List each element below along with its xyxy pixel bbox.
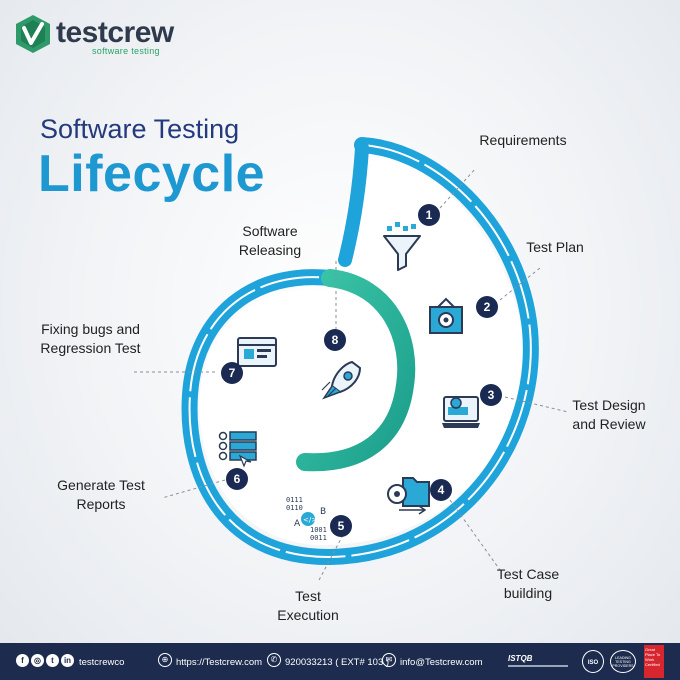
step-4-badge: 4 xyxy=(430,479,452,501)
step-6-badge: 6 xyxy=(226,468,248,490)
istqb-cert-logo: ISTQB xyxy=(508,650,572,673)
email-icon: ✉ xyxy=(382,653,396,667)
testcrew-logo-icon xyxy=(16,15,50,53)
browser-window-icon xyxy=(237,337,277,367)
svg-text:B: B xyxy=(320,507,326,517)
folder-gear-icon xyxy=(387,477,430,515)
step-6-label: Generate Test Reports xyxy=(57,477,145,512)
svg-text:0011: 0011 xyxy=(310,534,327,542)
svg-text:1001: 1001 xyxy=(310,526,327,534)
svg-text:0110: 0110 xyxy=(286,504,303,512)
globe-icon: ⊕ xyxy=(158,653,172,667)
social-handle[interactable]: testcrewco xyxy=(79,657,125,668)
website-link[interactable]: https://Testcrew.com xyxy=(176,657,263,668)
page-title-line2: Lifecycle xyxy=(38,145,266,203)
step-2-label: Test Plan xyxy=(526,239,584,255)
footer-bar: f ◎ t in testcrewco ⊕ https://Testcrew.c… xyxy=(0,643,680,680)
step-4-label: Test Case building xyxy=(496,566,560,601)
facebook-icon[interactable]: f xyxy=(16,654,29,667)
svg-text:0111: 0111 xyxy=(286,496,303,504)
brand-name: testcrew xyxy=(56,16,174,49)
step-5-label: Test Execution xyxy=(277,588,339,623)
page-title-line1: Software Testing xyxy=(40,114,240,144)
step-5-badge: 5 xyxy=(330,515,352,537)
step-7-badge: 7 xyxy=(221,362,243,384)
brand-tagline: software testing xyxy=(92,46,160,56)
great-place-to-work-badge: Great Place To Work Certified xyxy=(644,645,664,678)
spiral-inner-band xyxy=(296,269,416,472)
laptop-review-icon xyxy=(442,396,480,428)
iso-cert-logo: ISO xyxy=(582,650,604,673)
report-list-icon xyxy=(218,431,257,468)
step-3-badge: 3 xyxy=(480,384,502,406)
step-1-label: Requirements xyxy=(479,132,567,148)
leading-testing-providers-badge: LEADING TESTING PROVIDERS xyxy=(610,650,636,673)
linkedin-icon[interactable]: in xyxy=(61,654,74,667)
step-3-label: Test Design and Review xyxy=(572,397,646,432)
svg-text:</>: </> xyxy=(303,516,317,524)
svg-text:A: A xyxy=(294,519,301,529)
step-1-badge: 1 xyxy=(418,204,440,226)
twitter-icon[interactable]: t xyxy=(46,654,59,667)
instagram-icon[interactable]: ◎ xyxy=(31,654,44,667)
step-2-badge: 2 xyxy=(476,296,498,318)
plan-box-icon xyxy=(429,297,463,334)
binary-code-icon: 0111 0110 1001 0011 </> A B xyxy=(286,496,327,542)
step-7-label: Fixing bugs and Regression Test xyxy=(40,321,141,356)
funnel-icon xyxy=(383,222,421,271)
phone-number[interactable]: 920033213 ( EXT# 103 ) xyxy=(285,657,390,668)
phone-icon: ✆ xyxy=(267,653,281,667)
rocket-icon xyxy=(321,360,362,400)
email-link[interactable]: info@Testcrew.com xyxy=(400,657,483,668)
step-8-badge: 8 xyxy=(324,329,346,351)
step-8-label: Software Releasing xyxy=(238,223,302,258)
